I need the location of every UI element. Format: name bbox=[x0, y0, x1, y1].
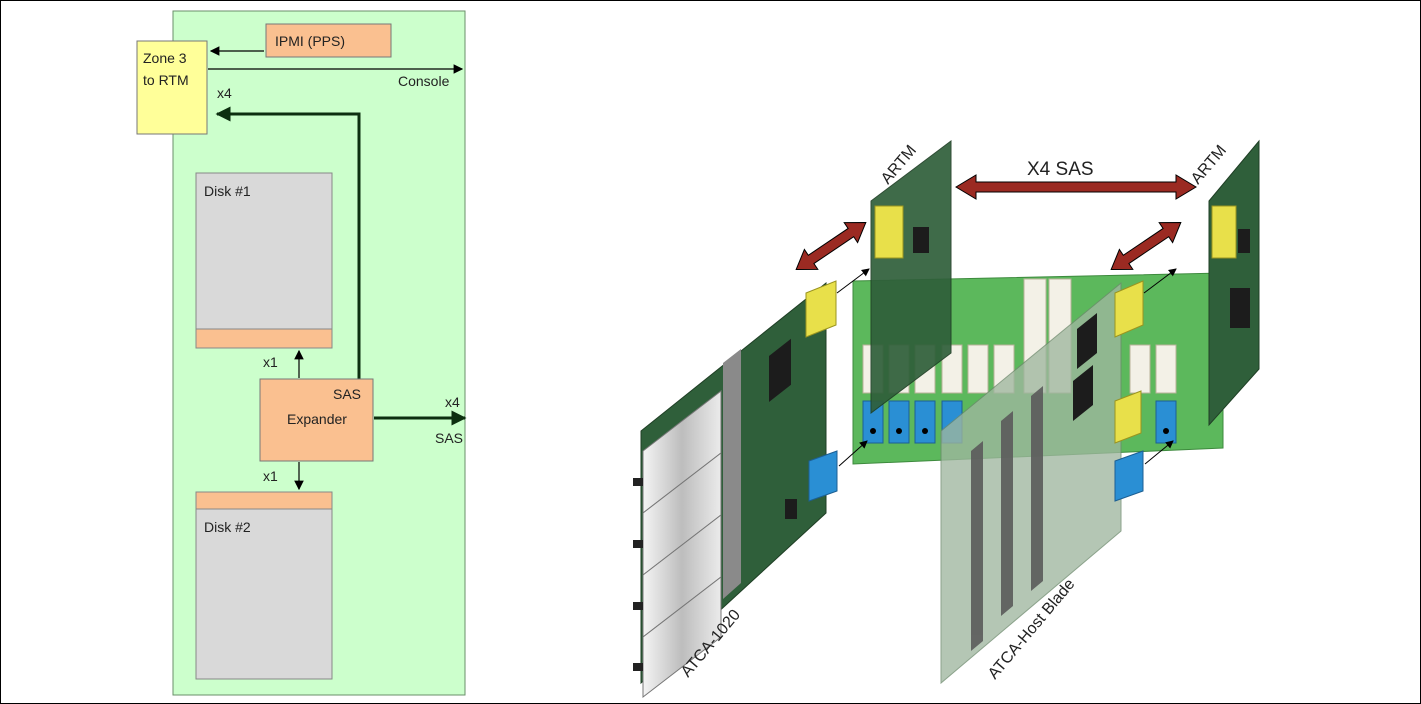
sas-out-label: SAS bbox=[435, 430, 463, 446]
host-yellow-connector bbox=[1114, 280, 1144, 338]
artm-right-board bbox=[1208, 139, 1260, 427]
x1-lower-label: x1 bbox=[263, 468, 278, 484]
x4-top-label: x4 bbox=[217, 85, 232, 101]
host-blade-chip bbox=[1073, 365, 1093, 421]
x4-sas-label: X4 SAS bbox=[1027, 159, 1094, 180]
ipmi-box bbox=[265, 23, 392, 58]
sas-expander-line1: SAS bbox=[333, 386, 361, 402]
host-blue-connector bbox=[1114, 450, 1144, 502]
disk1-body bbox=[195, 172, 333, 330]
artm-left-connector bbox=[874, 205, 904, 259]
atca1020-cage-handles bbox=[633, 478, 643, 671]
zone3-label-line1: Zone 3 bbox=[143, 50, 187, 66]
atca1020-blue-connector bbox=[808, 450, 838, 502]
block-diagram: Zone 3 to RTM IPMI (PPS) Console x4 Disk… bbox=[136, 10, 467, 696]
artm-right-chip bbox=[1230, 288, 1250, 328]
x4-sas-double-arrow bbox=[955, 174, 1197, 200]
disk2-body bbox=[195, 508, 333, 680]
link-line-blue-right bbox=[1144, 440, 1174, 465]
host-blade-memory bbox=[971, 386, 1043, 651]
artm-right-connector bbox=[1211, 205, 1237, 259]
disk2-connector bbox=[195, 491, 333, 510]
backplane-blue-connectors bbox=[862, 400, 1177, 444]
x4-rtm-arrow bbox=[215, 106, 361, 379]
console-label: Console bbox=[398, 73, 450, 89]
host-blade-chip-top bbox=[1077, 313, 1097, 369]
x4-right-label: x4 bbox=[445, 394, 460, 410]
atca1020-connector-strip bbox=[723, 349, 741, 599]
atca1020-yellow-connector bbox=[805, 280, 837, 338]
link-line-blue-left bbox=[838, 440, 868, 467]
disk2-label: Disk #2 bbox=[204, 519, 251, 535]
host-yellow-connector-lower bbox=[1114, 390, 1142, 444]
x1-upper-label: x1 bbox=[263, 354, 278, 370]
link-line-yellow-right bbox=[1143, 268, 1177, 294]
disk1-connector bbox=[195, 328, 333, 349]
artm-right-label: ARTM bbox=[1188, 142, 1230, 187]
zone3-label-line2: to RTM bbox=[143, 72, 189, 88]
hardware-illustration: X4 SAS ARTM ARTM ATCA-1020 ATCA-Host Bla… bbox=[633, 139, 1260, 699]
atca1020-drive-cages bbox=[642, 389, 722, 699]
disk1-label: Disk #1 bbox=[204, 183, 251, 199]
artm-left-link-arrow bbox=[795, 222, 867, 270]
sas-expander-box bbox=[259, 378, 374, 462]
sas-expander-line2: Expander bbox=[287, 411, 347, 427]
artm-left-chip bbox=[913, 227, 929, 253]
backplane-blue-dots bbox=[870, 428, 1169, 434]
ipmi-label: IPMI (PPS) bbox=[275, 33, 345, 49]
atca1020-chip bbox=[769, 338, 791, 402]
artm-right-link-arrow bbox=[1110, 222, 1182, 270]
atca1020-chip-small bbox=[785, 499, 797, 519]
link-line-yellow-left bbox=[836, 268, 870, 294]
zone3-box bbox=[136, 40, 208, 135]
artm-right-chip-small bbox=[1238, 229, 1250, 253]
